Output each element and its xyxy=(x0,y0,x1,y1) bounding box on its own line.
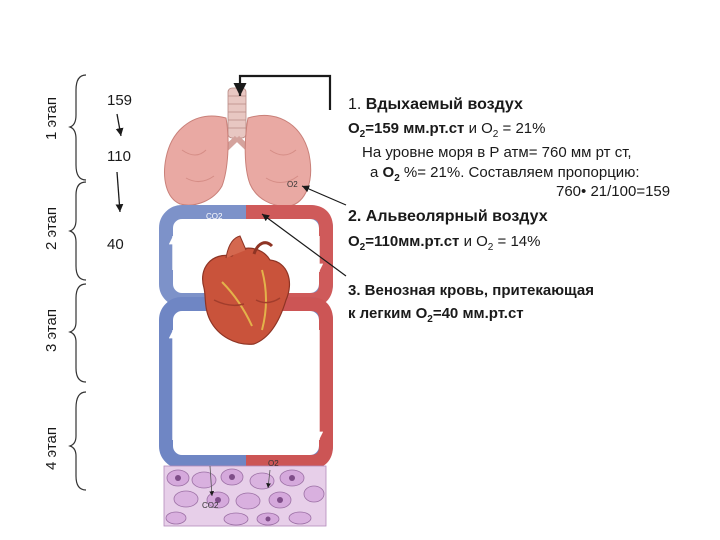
right-lung xyxy=(244,114,312,207)
co2-top-label: CO2 xyxy=(206,212,223,221)
tissue-cells xyxy=(163,465,327,527)
pressure-venous: 40 xyxy=(107,236,124,253)
stage-brackets xyxy=(68,74,87,491)
pressure-alveolar: 110 xyxy=(107,148,131,165)
bracket-stage-3 xyxy=(68,283,87,383)
note-3-line2: к легким О2=40 мм.рт.ст xyxy=(348,305,524,325)
pointer-inhaled xyxy=(233,74,332,110)
bracket-stage-1 xyxy=(68,74,87,181)
note-3-line1: 3. Венозная кровь, притекающая xyxy=(348,282,594,299)
o2-tissue-label: O2 xyxy=(268,459,279,468)
heart xyxy=(202,235,291,345)
note-1-line3: а О2 %= 21%. Составляем пропорцию: xyxy=(370,164,640,184)
o2-lungs-label: O2 xyxy=(287,180,298,189)
note-1-line4: 760• 21/100=159 xyxy=(556,183,671,200)
pressure-inhaled: 159 xyxy=(107,92,133,109)
systemic-loop-red xyxy=(246,297,333,469)
arrow-159-110 xyxy=(115,113,124,137)
pointer-alveolar xyxy=(301,185,347,206)
bracket-stage-2 xyxy=(68,181,87,281)
note-2-title: 2. Альвеолярный воздух xyxy=(348,208,548,225)
co2-tissue-label: CO2 xyxy=(202,501,219,510)
note-1-title: 1. Вдыхаемый воздух xyxy=(348,96,523,113)
note-2-line1: O2=110мм.рт.ст и О2 = 14% xyxy=(348,233,541,253)
note-1-line1: O2=159 мм.рт.ст и О2 = 21% xyxy=(348,120,546,140)
pointer-venous-1 xyxy=(261,213,347,277)
note-1-line2: На уровне моря в Р атм= 760 мм рт ст, xyxy=(362,144,632,161)
bracket-stage-4 xyxy=(68,391,87,491)
arrow-110-40 xyxy=(115,171,124,213)
left-lung xyxy=(164,115,229,206)
